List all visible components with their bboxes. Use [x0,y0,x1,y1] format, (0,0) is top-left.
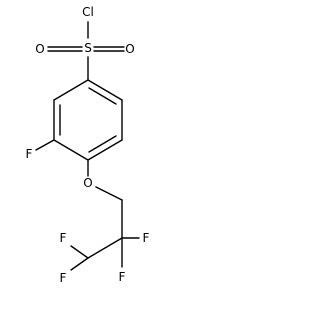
molecule-structure: Cl S O O F O F F F F [26,5,150,285]
bond-chf2-f-bottom [70,257,89,271]
atom-f-cf2-right: F [143,231,150,245]
atom-o-left: O [35,42,44,56]
bond-ring-c6-c1 [53,79,89,101]
atom-f-chf2-bottom: F [60,271,67,285]
bond-ring-inner-1 [88,87,117,105]
bond-c5-f [35,139,55,151]
bond-cf2-chf2 [87,237,123,259]
atom-f-chf2-top: F [60,231,67,245]
bond-o-ch2 [95,186,123,201]
atom-o-ether: O [83,176,92,190]
bonds [35,21,140,271]
atom-f-ring: F [26,147,33,161]
atom-cl: Cl [82,5,94,19]
atom-s: S [84,41,92,55]
atom-f-cf2-bottom: F [119,270,126,284]
bond-ring-c3-c4 [87,139,123,161]
structure-canvas: Cl S O O F O F F F F [0,0,158,316]
bond-chf2-f-top [70,245,89,259]
atom-o-right: O [125,42,134,56]
bond-ring-inner-2 [88,135,117,153]
atom-labels: Cl S O O F O F F F F [26,5,150,285]
bond-ring-c1-c2 [87,79,123,101]
bond-ring-c4-c5 [53,139,89,161]
